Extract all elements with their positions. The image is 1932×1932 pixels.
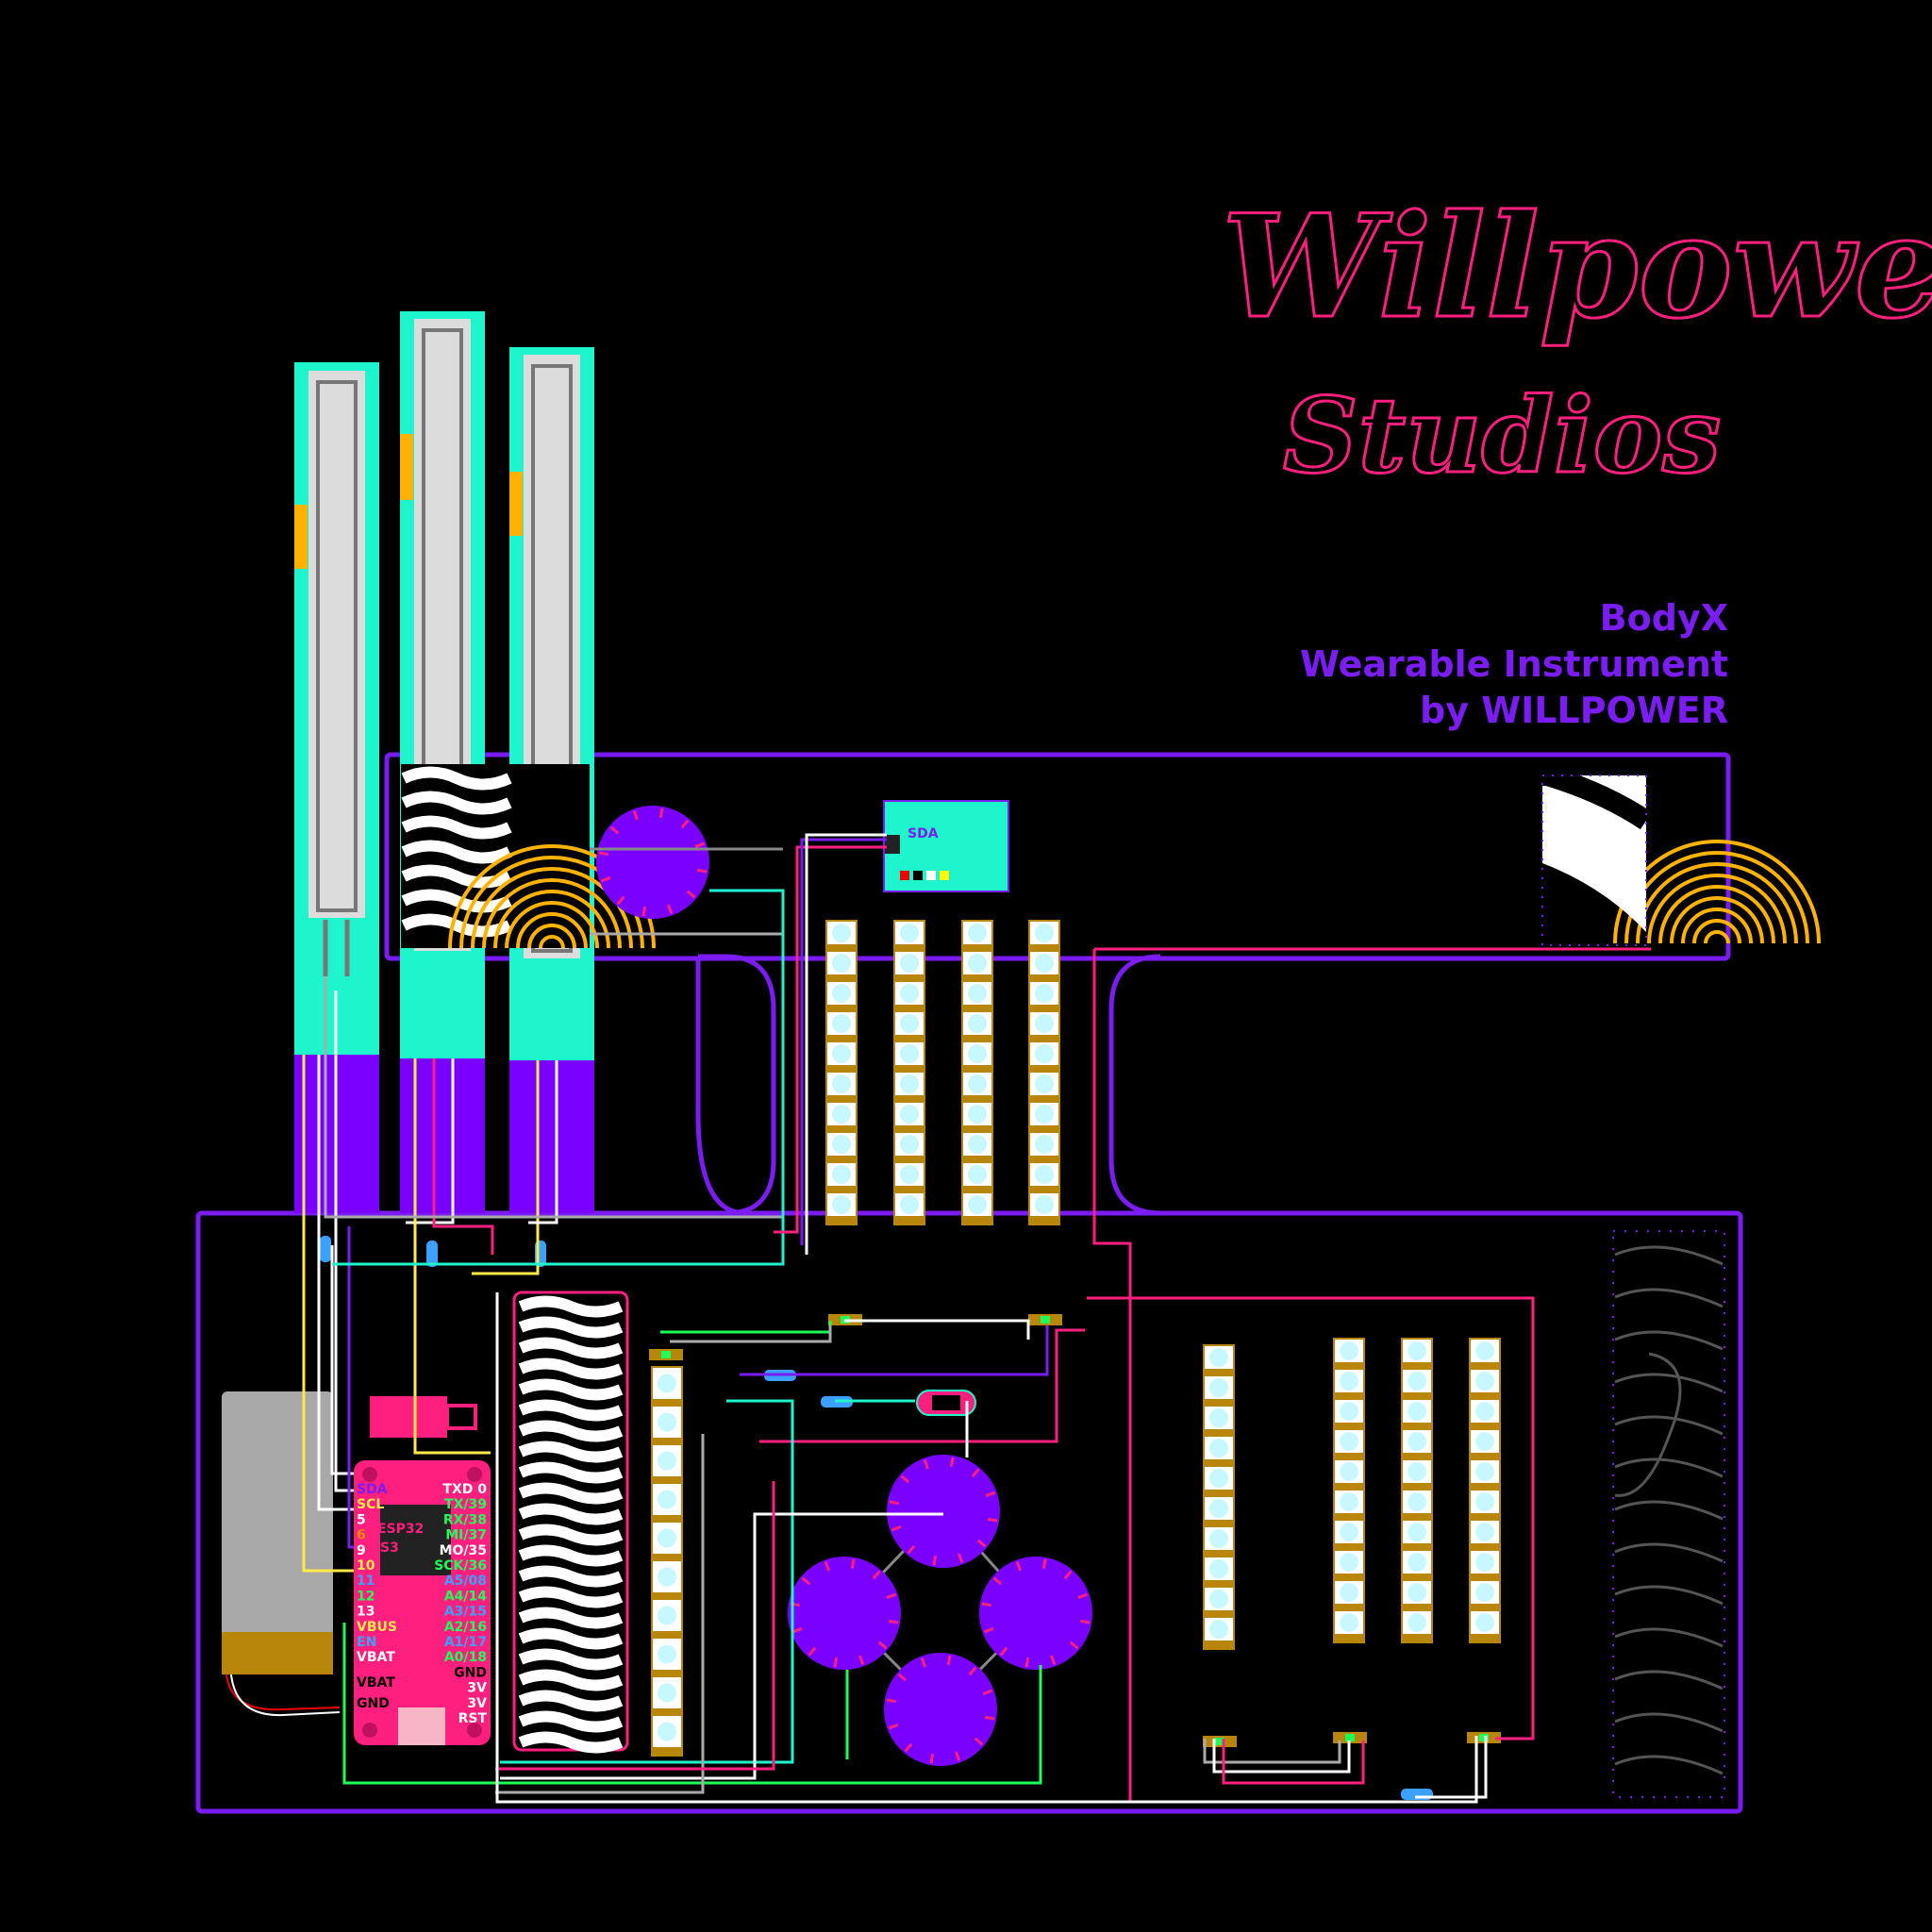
title-line-3: by WILLPOWER	[1420, 690, 1728, 731]
esp32-s3-board: ESP32 S3 SDASCL56910111213VBUSENVBATTXD …	[354, 1460, 491, 1745]
battery	[222, 1391, 341, 1717]
led-strip-lower-1	[1203, 1344, 1235, 1650]
piezo-pad-3	[979, 1557, 1092, 1670]
mcu-left-pin: VBUS	[357, 1620, 397, 1635]
mcu-extra-pin: GND	[357, 1696, 390, 1711]
mcu-right-pin: 3V	[467, 1681, 487, 1696]
flex-sensor-2	[400, 311, 485, 1213]
piezo-pad-2	[788, 1557, 901, 1670]
logo-line-1: Willpower	[1222, 184, 1932, 350]
push-button	[916, 1390, 976, 1416]
left-slot-inner	[698, 954, 776, 1216]
capacitor	[370, 1396, 477, 1438]
mcu-left-pin: 5	[357, 1512, 366, 1527]
left-slot-outline	[695, 957, 746, 1216]
piezo-pad-upper	[596, 806, 709, 919]
wave-pattern-lower	[512, 1291, 629, 1754]
led-strip-lower-4	[1469, 1338, 1501, 1643]
mcu-right-pin: MI/37	[445, 1528, 487, 1543]
title-line-1: BodyX	[1600, 597, 1728, 639]
piezo-pad-4	[884, 1653, 997, 1766]
mcu-right-pin: MO/35	[440, 1543, 487, 1558]
mcu-right-pin: RST	[458, 1711, 488, 1726]
led-strip-middle	[651, 1366, 683, 1757]
mcu-label-line-2: S3	[380, 1541, 399, 1556]
mcu-right-pin: A0/18	[444, 1650, 487, 1665]
mcu-right-pin: RX/38	[443, 1512, 487, 1527]
mcu-right-pin: A4/14	[444, 1589, 487, 1604]
mcu-right-pin: SCK/36	[434, 1558, 487, 1574]
mcu-left-pin: EN	[357, 1635, 376, 1650]
mcu-left-pin: 10	[357, 1558, 375, 1574]
piezo-pad-cluster	[788, 1455, 1092, 1766]
right-slot-outline	[1108, 954, 1161, 1216]
mcu-left-pin: SDA	[357, 1482, 388, 1497]
led-strip-lower-3	[1401, 1338, 1433, 1643]
mcu-right-pin: TXD 0	[442, 1482, 487, 1497]
arc-pattern-upper	[448, 764, 656, 949]
sensor-module: SDA	[883, 800, 1009, 892]
led-strip-upper-2	[893, 920, 925, 1225]
contour-pattern	[1612, 1230, 1725, 1798]
mcu-label-line-1: ESP32	[377, 1522, 424, 1537]
mcu-right-pin: 3V	[467, 1696, 487, 1711]
led-strip-upper-1	[825, 920, 858, 1225]
willpower-studios-logo: Willpower Studios	[1221, 183, 1932, 498]
mcu-right-pin: A3/15	[444, 1605, 487, 1620]
mcu-right-pin: TX/39	[444, 1497, 487, 1512]
led-strip-upper-4	[1028, 920, 1060, 1225]
mcu-right-pin: A1/17	[444, 1635, 487, 1650]
wiring	[302, 833, 1651, 1804]
sensor-module-label: SDA	[908, 826, 939, 841]
mcu-right-pin: GND	[454, 1665, 487, 1680]
mcu-left-pin: SCL	[357, 1497, 384, 1512]
logo-line-2: Studios	[1283, 375, 1721, 496]
mcu-right-pin: A5/08	[444, 1574, 487, 1589]
led-strips	[649, 920, 1501, 1757]
wave-pattern-upper	[401, 764, 514, 948]
project-title: BodyX Wearable Instrument by WILLPOWER	[1300, 597, 1728, 731]
mcu-left-pin: 12	[357, 1589, 375, 1604]
mcu-right-pin: A2/16	[444, 1620, 487, 1635]
mcu-left-pin: 6	[357, 1528, 366, 1543]
mcu-left-pin: 13	[357, 1605, 375, 1620]
swoosh-pattern-upper-right	[1541, 765, 1653, 946]
mcu-left-pin: VBAT	[357, 1650, 395, 1665]
mcu-left-pin: 9	[357, 1543, 366, 1558]
mcu-left-pin: 11	[357, 1574, 375, 1589]
led-strip-upper-3	[961, 920, 993, 1225]
led-strip-lower-2	[1333, 1338, 1365, 1643]
title-line-2: Wearable Instrument	[1300, 643, 1728, 685]
piezo-pad-1	[887, 1455, 1000, 1568]
mcu-extra-pin: VBAT	[357, 1675, 395, 1690]
